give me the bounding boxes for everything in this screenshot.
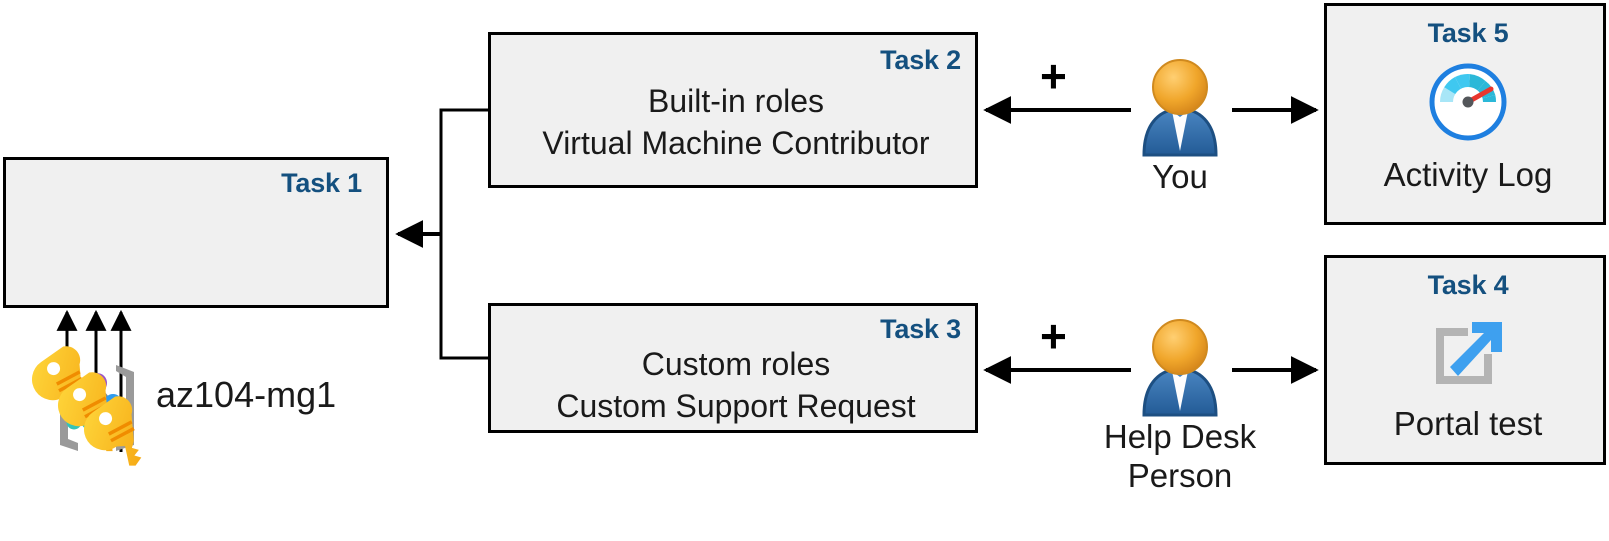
task-3-tag: Task 3 [880, 314, 961, 344]
task-4-label: Portal test [1393, 405, 1543, 442]
task-2-line-2: Virtual Machine Contributor [542, 125, 930, 161]
person-icon-help-desk[interactable] [1130, 315, 1230, 421]
connector-tasks-to-task1 [395, 108, 488, 360]
task-4-box[interactable]: Task 4 Portal test [1324, 255, 1606, 465]
task-1-label: az104-mg1 [156, 374, 337, 415]
task-1-box[interactable]: Task 1 [3, 157, 389, 451]
task-2-line-1: Built-in roles [647, 83, 825, 119]
task-1-tag: Task 1 [281, 168, 362, 198]
task-5-box[interactable]: Task 5 Activity Log [1324, 3, 1606, 225]
task-3-line-1: Custom roles [641, 346, 831, 382]
plus-icon-top: + [1040, 50, 1067, 102]
plus-icon-bottom: + [1040, 310, 1067, 362]
task-5-label: Activity Log [1383, 156, 1553, 193]
task-3-line-2: Custom Support Request [556, 388, 916, 424]
task-2-tag: Task 2 [880, 45, 961, 75]
keys-icon [28, 340, 150, 472]
gauge-icon [1428, 62, 1508, 142]
task-2-box[interactable]: Task 2 Built-in roles Virtual Machine Co… [488, 32, 978, 188]
person-help-desk-label: Help Desk Person [1103, 418, 1257, 494]
external-link-icon [1428, 314, 1508, 392]
person-icon-you[interactable] [1130, 55, 1230, 161]
task-5-tag: Task 5 [1427, 18, 1509, 48]
task-4-tag: Task 4 [1427, 270, 1509, 300]
person-you-label: You [1152, 158, 1208, 195]
task-3-box[interactable]: Task 3 Custom roles Custom Support Reque… [488, 303, 978, 433]
